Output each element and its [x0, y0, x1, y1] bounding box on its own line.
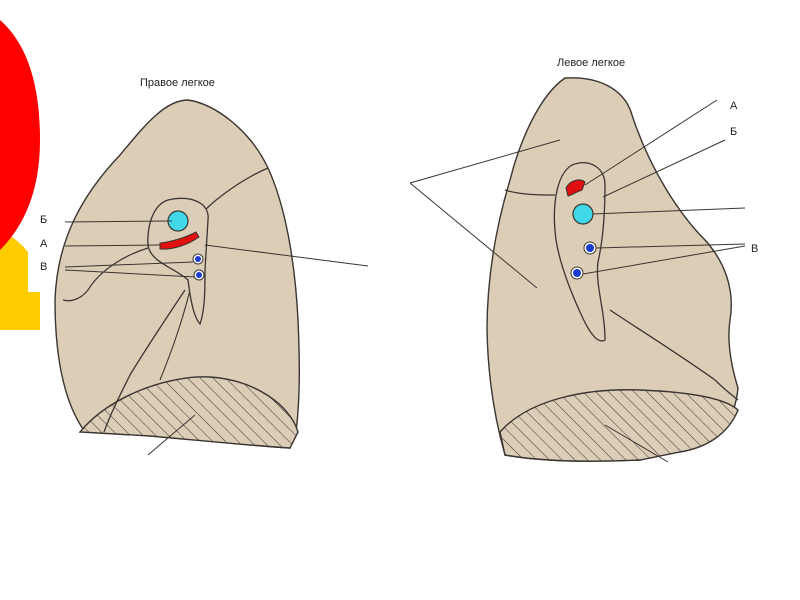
right-leader-a	[64, 244, 161, 247]
left-label-a: А	[730, 100, 738, 112]
left-leader-v1	[595, 243, 746, 249]
left-lung-title: Левое легкое	[557, 57, 626, 69]
left-pulmonary-artery	[565, 179, 586, 197]
decor-red-arc	[0, 20, 40, 250]
right-lung	[54, 99, 369, 456]
left-leader-v2	[582, 245, 746, 275]
left-label-b: Б	[730, 126, 738, 138]
right-lung-hilum-lower-line	[62, 247, 149, 302]
right-label-v: В	[40, 261, 48, 273]
right-lung-title: Правое легкое	[140, 77, 215, 89]
right-vein-lower-inner	[196, 272, 202, 278]
left-label-v: В	[751, 243, 759, 255]
left-bronchus	[572, 203, 594, 225]
right-leader-base	[147, 414, 196, 456]
right-pulmonary-artery	[159, 231, 200, 250]
left-lung-base-hatched	[499, 389, 739, 462]
left-lung	[409, 77, 746, 463]
left-leader-a	[584, 99, 718, 186]
right-label-b: Б	[40, 214, 48, 226]
right-leader-v2	[64, 269, 196, 278]
left-lung-base-edge	[714, 379, 739, 401]
right-lung-base-hatched	[78, 376, 299, 449]
right-leader-v1	[64, 261, 194, 268]
right-leader-b	[64, 220, 173, 223]
left-vein-upper-inner	[586, 244, 594, 252]
left-lung-lower-fissure	[609, 309, 716, 381]
left-leader-lobes-lower	[409, 182, 538, 289]
right-lung-oblique-fissure-2	[159, 289, 191, 381]
left-lung-oblique-fissure	[504, 189, 556, 196]
right-vein-upper-inner	[195, 256, 201, 262]
left-leader-hilum	[592, 207, 746, 215]
right-leader-hilum	[204, 244, 369, 267]
right-lung-oblique-fissure	[103, 289, 186, 433]
left-vein-lower-inner	[573, 269, 581, 277]
left-leader-base	[604, 424, 669, 463]
left-leader-lobes-upper	[409, 139, 561, 184]
right-lung-horizontal-fissure	[204, 167, 269, 211]
left-leader-b	[602, 139, 726, 198]
left-lung-hilum	[553, 162, 606, 342]
right-label-a: А	[40, 238, 48, 250]
